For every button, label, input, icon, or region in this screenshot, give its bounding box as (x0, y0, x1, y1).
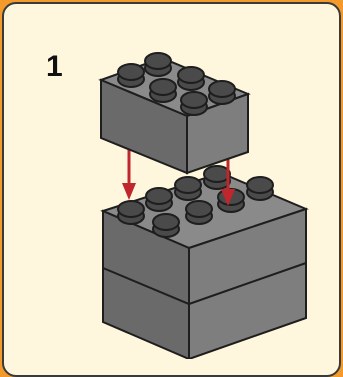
step-number: 1 (46, 50, 63, 83)
stud (145, 187, 173, 212)
top-brick (98, 52, 251, 175)
bottom-brick-stack (100, 165, 309, 359)
stud (246, 176, 274, 201)
stud (180, 91, 208, 116)
bottom-brick-studs (117, 165, 274, 238)
stud (208, 80, 236, 105)
stud (185, 200, 213, 225)
brick-seam (102, 262, 307, 306)
stud (177, 66, 205, 91)
stud (203, 165, 231, 190)
assembly-diagram (98, 52, 309, 359)
stud (152, 213, 180, 238)
stud (117, 63, 145, 88)
stud (144, 52, 172, 77)
stud (174, 176, 202, 201)
stud (149, 78, 177, 103)
top-brick-studs (117, 52, 236, 116)
stud (117, 200, 145, 225)
